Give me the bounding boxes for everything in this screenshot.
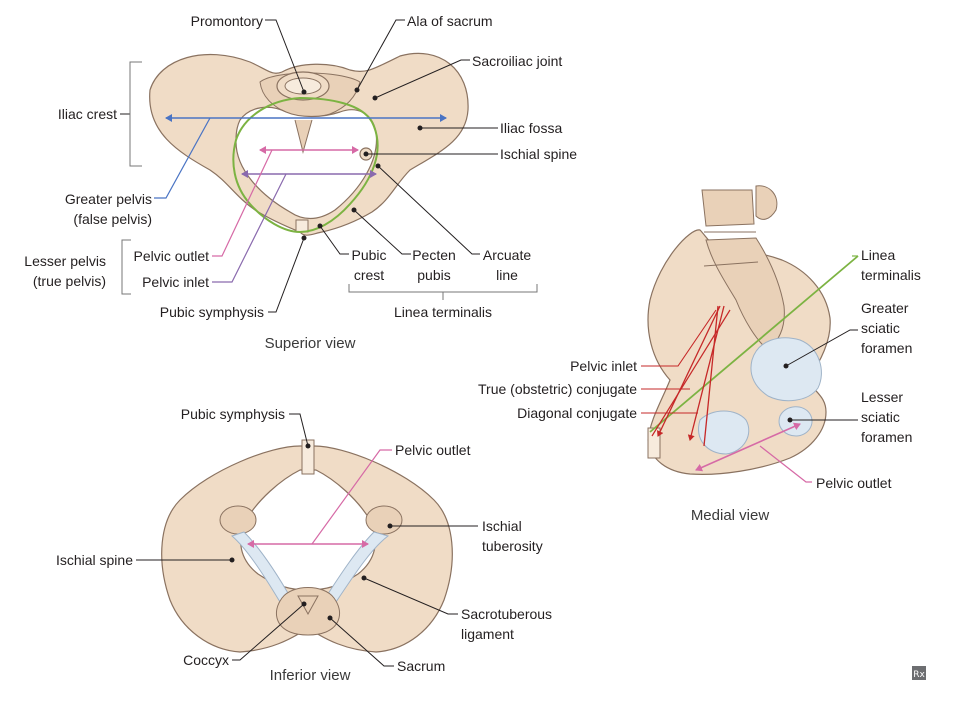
intervertebral-disc-2 <box>703 261 759 267</box>
label-ala-of-sacrum: Ala of sacrum <box>407 13 493 29</box>
label-lesser-sciatic-3: foramen <box>861 429 912 445</box>
lumbar-vertebra <box>701 189 755 227</box>
pelvic-inlet-superior-leader <box>212 173 287 283</box>
rx-logo: Rx <box>912 666 926 680</box>
pubic-symphysis-superior <box>295 219 309 233</box>
rx-logo-text: Rx <box>913 670 925 680</box>
label-greater-sciatic-1: Greater <box>861 300 909 316</box>
label-greater-pelvis: Greater pelvis <box>65 191 152 207</box>
label-promontory: Promontory <box>191 13 263 29</box>
label-pecten-pubis-1: Pecten <box>412 247 456 263</box>
sacrum-leader <box>329 617 394 667</box>
sacrotuberous-leader <box>363 577 458 615</box>
label-sacrum: Sacrum <box>397 658 445 674</box>
red-line-inlet-connector <box>651 309 731 437</box>
rx-logo-box <box>912 666 926 680</box>
label-ischial-spine-superior: Ischial spine <box>500 146 577 162</box>
iliac-crest-bracket <box>129 61 142 167</box>
ala-leader <box>356 19 405 91</box>
pubic-symphysis-inferior-leader <box>289 413 309 447</box>
superior-view: Promontory Ala of sacrum Sacroiliac join… <box>24 13 577 352</box>
label-ischial-tuberosity-2: tuberosity <box>482 538 543 554</box>
label-pelvic-inlet-medial: Pelvic inlet <box>570 358 637 374</box>
label-ischial-tuberosity-1: Ischial <box>482 518 522 534</box>
label-coccyx: Coccyx <box>183 652 229 668</box>
promontory-leader <box>265 19 305 93</box>
label-lesser-sciatic-2: sciatic <box>861 409 900 425</box>
caption-inferior-view: Inferior view <box>270 667 351 684</box>
label-arcuate-line-2: line <box>496 267 518 283</box>
coccyx-leader <box>232 603 305 661</box>
pubic-symphysis-inferior <box>301 439 315 475</box>
diagonal-conjugate-red-line <box>703 305 719 447</box>
caption-medial-view: Medial view <box>691 507 770 524</box>
pubic-crest-leader <box>319 225 349 255</box>
label-ischial-spine-inferior: Ischial spine <box>56 552 133 568</box>
label-diagonal-conjugate: Diagonal conjugate <box>517 405 637 421</box>
pelvic-inlet-red-line <box>656 305 721 437</box>
label-true-pelvis: (true pelvis) <box>33 273 106 289</box>
label-pelvic-outlet-superior: Pelvic outlet <box>134 248 210 264</box>
arcuate-line-leader <box>377 165 480 255</box>
label-pubic-symphysis-inferior: Pubic symphysis <box>181 406 285 422</box>
label-pecten-pubis-2: pubis <box>417 267 450 283</box>
sacral-spinous-process <box>755 185 778 220</box>
label-pelvic-outlet-medial: Pelvic outlet <box>816 475 892 491</box>
label-linea-terminalis-medial-1: Linea <box>861 247 895 263</box>
label-lesser-sciatic-1: Lesser <box>861 389 903 405</box>
label-greater-sciatic-2: sciatic <box>861 320 900 336</box>
label-false-pelvis: (false pelvis) <box>73 211 152 227</box>
label-pubic-crest-1: Pubic <box>351 247 386 263</box>
inferior-view: Pubic symphysis Pelvic outlet Ischial tu… <box>56 406 552 684</box>
pubic-symphysis-superior-leader <box>268 237 305 313</box>
label-linea-terminalis-superior: Linea terminalis <box>394 304 492 320</box>
pelvic-outlet-inferior-leader <box>311 449 392 545</box>
linea-terminalis-medial-line <box>649 255 859 433</box>
label-true-conjugate: True (obstetric) conjugate <box>478 381 637 397</box>
lesser-pelvis-bracket <box>121 239 131 295</box>
label-greater-sciatic-3: foramen <box>861 340 912 356</box>
greater-sciatic-foramen-shape <box>750 337 822 402</box>
label-pelvic-outlet-inferior: Pelvic outlet <box>395 442 471 458</box>
pecten-pubis-leader <box>353 209 411 255</box>
label-arcuate-line-1: Arcuate <box>483 247 531 263</box>
caption-superior-view: Superior view <box>265 335 356 352</box>
pelvic-outlet-superior-leader <box>212 149 273 257</box>
ischial-tuberosity-right <box>365 505 403 535</box>
label-lesser-pelvis: Lesser pelvis <box>24 253 106 269</box>
label-sacrotuberous-1: Sacrotuberous <box>461 606 552 622</box>
greater-pelvis-leader <box>154 117 211 199</box>
medial-view: Linea terminalis Greater sciatic foramen… <box>478 185 921 524</box>
linea-terminalis-bracket <box>348 284 538 293</box>
label-linea-terminalis-medial-2: terminalis <box>861 267 921 283</box>
label-pubic-crest-2: crest <box>354 267 384 283</box>
label-iliac-crest: Iliac crest <box>58 106 117 122</box>
pelvic-outlet-medial-leader <box>759 445 812 483</box>
label-sacroiliac-joint: Sacroiliac joint <box>472 53 562 69</box>
pelvic-outlet-arrow-medial <box>695 422 801 472</box>
sacroiliac-leader <box>374 59 470 99</box>
greater-sciatic-leader <box>785 329 858 367</box>
label-pelvic-inlet-superior: Pelvic inlet <box>142 274 209 290</box>
label-iliac-fossa: Iliac fossa <box>500 120 562 136</box>
ischial-tuberosity-left <box>219 505 257 535</box>
label-sacrotuberous-2: ligament <box>461 626 514 642</box>
pelvic-inlet-medial-leader <box>641 309 717 367</box>
label-pubic-symphysis-superior: Pubic symphysis <box>160 304 264 320</box>
